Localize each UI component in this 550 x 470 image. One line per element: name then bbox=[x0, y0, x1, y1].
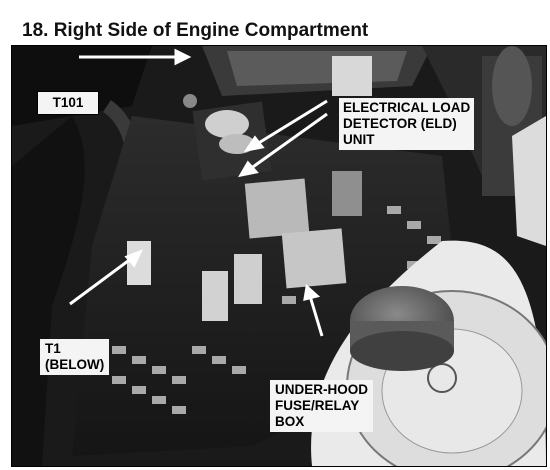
callout-underhood-line-1: UNDER-HOOD bbox=[275, 382, 368, 397]
callout-eld-line-3: UNIT bbox=[343, 132, 375, 147]
callout-underhood-fuse-box: UNDER-HOOD FUSE/RELAY BOX bbox=[270, 380, 373, 432]
callout-eld: ELECTRICAL LOAD DETECTOR (ELD) UNIT bbox=[339, 98, 475, 150]
callout-t101: T101 bbox=[37, 91, 99, 115]
callout-eld-line-1: ELECTRICAL LOAD bbox=[343, 100, 471, 115]
callout-eld-line-2: DETECTOR (ELD) bbox=[343, 116, 457, 131]
callout-t1-line-1: T1 bbox=[45, 341, 61, 356]
callout-underhood-line-3: BOX bbox=[275, 414, 305, 429]
callout-t1: T1 (BELOW) bbox=[40, 339, 110, 375]
engine-compartment-photo: T101 ELECTRICAL LOAD DETECTOR (ELD) UNIT… bbox=[11, 45, 547, 467]
callout-arrows bbox=[69, 48, 328, 337]
callout-underhood-line-2: FUSE/RELAY bbox=[275, 398, 360, 413]
page-title: 18. Right Side of Engine Compartment bbox=[22, 20, 369, 41]
callout-t1-line-2: (BELOW) bbox=[45, 357, 105, 372]
